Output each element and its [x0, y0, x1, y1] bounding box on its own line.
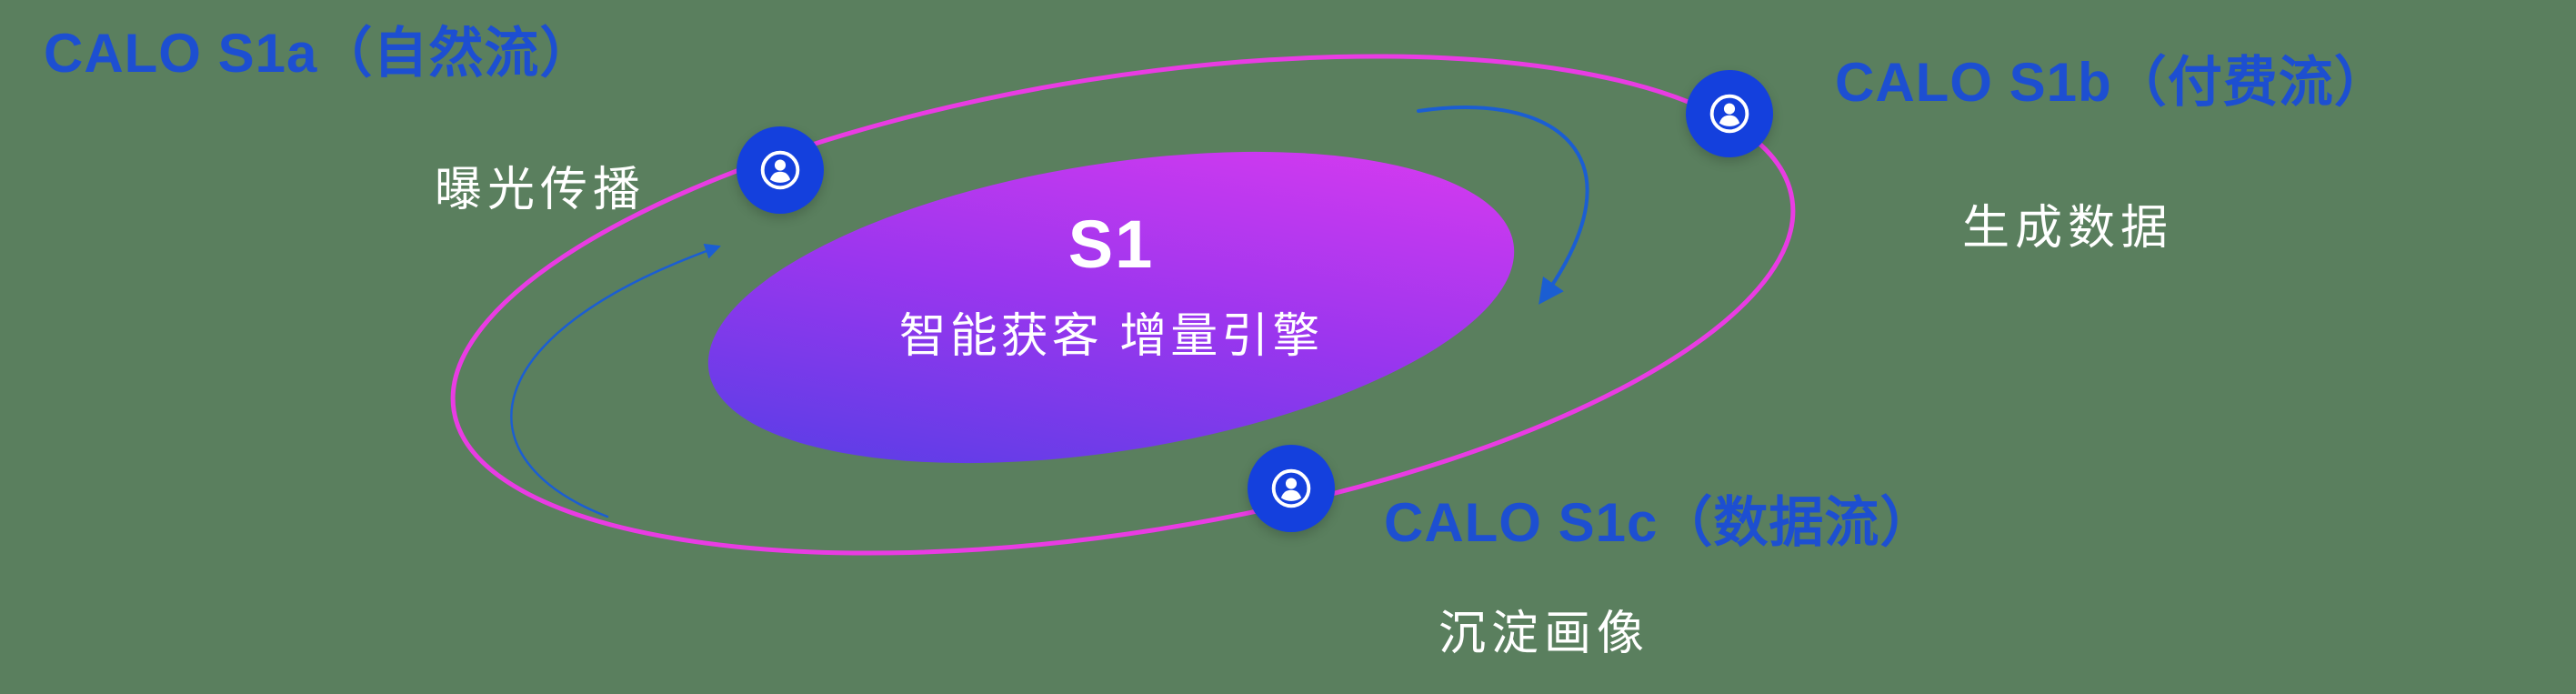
- core-ellipse: [707, 151, 1515, 464]
- label-s1c: CALO S1c（数据流）: [1384, 492, 1936, 553]
- flow-arrow-left: [510, 243, 721, 518]
- flow-arrow-right: [1417, 106, 1589, 305]
- label-s1b: CALO S1b（付费流）: [1835, 52, 2390, 113]
- user-icon: [1709, 94, 1749, 134]
- sublabel-s1a: 曝光传播: [435, 164, 647, 216]
- sublabel-s1c: 沉淀画像: [1438, 608, 1650, 660]
- user-icon: [760, 150, 800, 190]
- core-subtitle: 智能获客 增量引擎: [898, 310, 1324, 363]
- user-icon: [1271, 468, 1311, 508]
- sublabel-s1b: 生成数据: [1962, 202, 2174, 255]
- core-title: S1: [1067, 206, 1155, 282]
- orbit-ellipse: [450, 54, 1796, 556]
- node-s1a: [737, 126, 824, 214]
- core-text: S1 智能获客 增量引擎: [793, 206, 1429, 366]
- node-s1c: [1248, 445, 1335, 532]
- label-s1a: CALO S1a（自然流）: [44, 23, 596, 84]
- node-s1b: [1686, 70, 1773, 157]
